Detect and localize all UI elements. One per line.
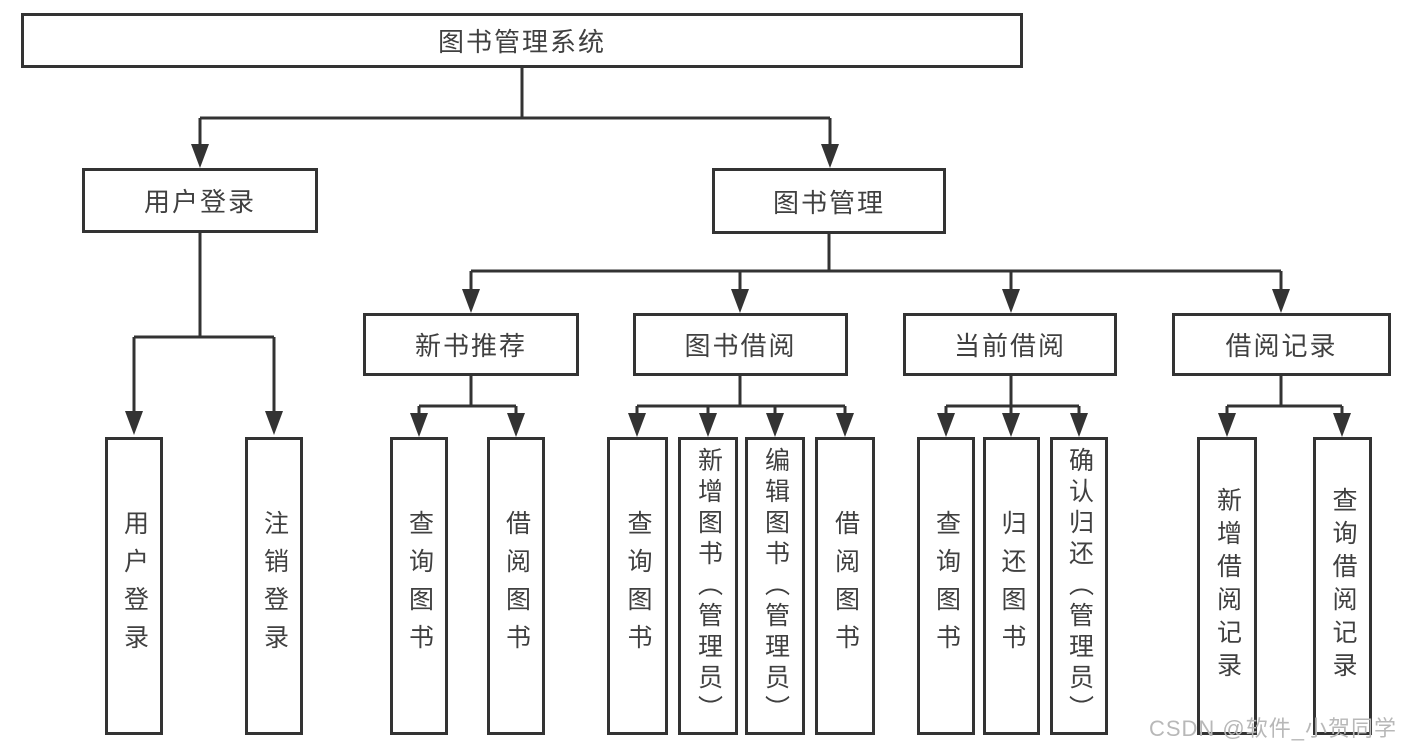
node-borrowing-records: 借阅记录: [1172, 313, 1391, 376]
leaf-label: 查询图书: [405, 510, 434, 662]
leaf-label: 新增借阅记录: [1213, 487, 1242, 685]
arrowhead: [1333, 413, 1351, 437]
leaf-user-login: 用户登录: [105, 437, 163, 735]
arrowhead: [1002, 289, 1020, 313]
node-book-management: 图书管理: [712, 168, 946, 234]
node-label: 图书借阅: [684, 331, 797, 361]
connector-borrowing-records-to-children: [1225, 376, 1344, 417]
arrowhead: [265, 411, 283, 435]
arrowhead: [1070, 413, 1088, 437]
leaf-edit-book-admin: 编辑图书（管理员）: [745, 437, 805, 735]
leaf-label: 借阅图书: [831, 510, 860, 662]
leaf-return-books: 归还图书: [983, 437, 1040, 735]
leaf-query-borrow-record: 查询借阅记录: [1313, 437, 1372, 735]
leaf-borrow-books-borrowing: 借阅图书: [815, 437, 875, 735]
node-user-login: 用户登录: [82, 168, 318, 233]
arrowhead: [1272, 289, 1290, 313]
connector-book-management-to-level3: [469, 234, 1283, 293]
watermark: CSDN @软件_小贺同学: [1148, 716, 1397, 741]
arrowhead: [731, 289, 749, 313]
connector-new-book-to-children: [417, 376, 518, 417]
leaf-confirm-return-admin: 确认归还（管理员）: [1050, 437, 1108, 735]
leaf-label: 编辑图书（管理员）: [761, 446, 790, 726]
arrowhead: [699, 413, 717, 437]
leaf-label: 用户登录: [120, 510, 149, 662]
leaf-label: 查询图书: [932, 510, 961, 662]
connector-book-borrowing-to-children: [635, 376, 847, 417]
node-label: 用户登录: [143, 187, 256, 217]
connector-root-to-level2: [198, 68, 832, 150]
leaf-logout: 注销登录: [245, 437, 303, 735]
leaf-borrow-books-recommend: 借阅图书: [487, 437, 545, 735]
leaf-label: 新增图书（管理员）: [694, 446, 723, 726]
leaf-label: 查询图书: [624, 510, 652, 662]
arrowhead: [821, 144, 839, 168]
leaf-label: 归还图书: [998, 510, 1026, 662]
leaf-add-book-admin: 新增图书（管理员）: [678, 437, 738, 735]
leaf-query-books-borrowing: 查询图书: [607, 437, 668, 735]
leaf-label: 确认归还（管理员）: [1065, 446, 1094, 726]
arrowhead: [462, 289, 480, 313]
connector-current-borrowing-to-children: [944, 376, 1081, 417]
arrowhead: [766, 413, 784, 437]
node-new-book-recommendation: 新书推荐: [363, 313, 579, 376]
arrowhead: [628, 413, 646, 437]
arrowhead: [410, 413, 428, 437]
arrowhead: [125, 411, 143, 435]
leaf-query-books-recommend: 查询图书: [390, 437, 448, 735]
node-label: 当前借阅: [953, 331, 1066, 361]
leaf-query-books-current: 查询图书: [917, 437, 975, 735]
arrowhead: [836, 413, 854, 437]
arrowhead: [1218, 413, 1236, 437]
node-book-borrowing: 图书借阅: [633, 313, 848, 376]
leaf-label: 查询借阅记录: [1329, 487, 1357, 685]
arrowhead: [191, 144, 209, 168]
node-label: 图书管理系统: [437, 27, 606, 57]
node-current-borrowing: 当前借阅: [903, 313, 1117, 376]
leaf-label: 借阅图书: [502, 510, 531, 662]
node-label: 新书推荐: [414, 331, 527, 361]
leaf-label: 注销登录: [260, 510, 289, 662]
node-label: 图书管理: [772, 187, 885, 218]
node-library-management-system: 图书管理系统: [21, 13, 1023, 68]
node-label: 借阅记录: [1225, 331, 1338, 361]
arrowhead: [507, 413, 525, 437]
leaf-add-borrow-record: 新增借阅记录: [1197, 437, 1257, 735]
arrowhead: [937, 413, 955, 437]
connector-user-login-to-children: [132, 232, 276, 415]
arrowhead: [1002, 413, 1020, 437]
